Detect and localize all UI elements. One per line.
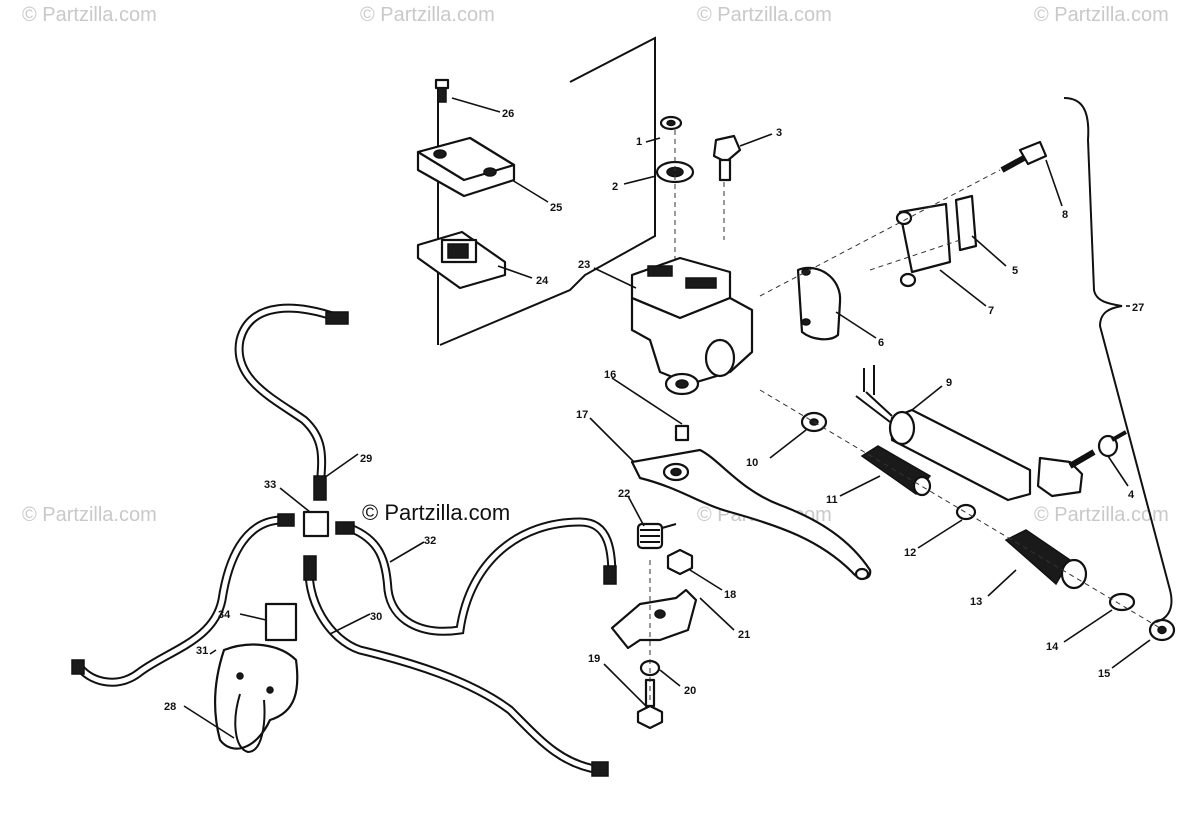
watermark-mid-4: © Partzilla.com (1034, 504, 1169, 526)
callout-28: 28 (164, 701, 176, 713)
lever-spring (636, 522, 677, 550)
callout-8: 8 (1062, 209, 1068, 221)
hose-clip (264, 602, 298, 642)
cup-washer (1148, 618, 1176, 642)
pivot-nut (666, 548, 694, 576)
switch-bracket (895, 202, 952, 288)
master-cylinder-body (630, 256, 754, 396)
watermark-mid-1: © Partzilla.com (22, 504, 157, 526)
callout-7: 7 (988, 305, 994, 317)
return-spring (860, 445, 932, 497)
callout-16: 16 (604, 369, 616, 381)
lever-bracket (610, 588, 698, 650)
callout-11: 11 (826, 494, 838, 506)
reservoir-panel-outline (439, 36, 656, 346)
assembly-bracket-27 (1063, 97, 1173, 623)
callout-17: 17 (576, 409, 588, 421)
callout-6: 6 (878, 337, 884, 349)
watermark-top-4: © Partzilla.com (1034, 4, 1169, 26)
callout-24: 24 (536, 275, 549, 287)
callout-10: 10 (746, 457, 758, 469)
callout-30: 30 (370, 611, 382, 623)
callout-18: 18 (724, 589, 736, 601)
callout-12: 12 (904, 547, 916, 559)
callout-29: 29 (360, 453, 372, 465)
snap-ring (659, 115, 683, 131)
callout-32: 32 (424, 535, 436, 547)
lever-bushing (674, 424, 690, 442)
callout-14: 14 (1046, 641, 1059, 653)
callout-leaders (183, 97, 1151, 739)
mounting-pad (213, 643, 299, 754)
cover-screw (434, 78, 450, 103)
callout-labels: 1 2 3 4 5 6 7 8 9 10 11 12 13 14 15 16 1… (164, 108, 1144, 713)
center-watermark: © Partzilla.com (362, 500, 511, 525)
brake-light-switch (855, 365, 1084, 502)
callout-25: 25 (550, 202, 562, 214)
callout-3: 3 (776, 127, 782, 139)
callout-20: 20 (684, 685, 696, 697)
hose-junction-block (302, 510, 330, 538)
handlebar-clamp (796, 266, 842, 341)
callout-19: 19 (588, 653, 600, 665)
callout-31: 31 (196, 645, 208, 657)
watermark-top-1: © Partzilla.com (22, 4, 157, 26)
callout-34: 34 (218, 609, 231, 621)
pivot-bolt (712, 134, 742, 182)
callout-2: 2 (612, 181, 618, 193)
bracket-screw (1000, 140, 1048, 173)
piston-assembly (1004, 529, 1088, 590)
callout-21: 21 (738, 629, 750, 641)
piston-ring (1108, 592, 1136, 612)
callout-27: 27 (1132, 302, 1144, 314)
reservoir-diaphragm (416, 230, 507, 290)
hose-fittings (71, 311, 617, 777)
pivot-washer (800, 411, 828, 433)
switch-nut (1068, 430, 1127, 469)
watermark-top-3: © Partzilla.com (697, 4, 832, 26)
brake-lever (630, 448, 872, 581)
callout-4: 4 (1128, 489, 1135, 501)
watermark-top-2: © Partzilla.com (360, 4, 495, 26)
switch-plate (954, 194, 978, 252)
callout-22: 22 (618, 488, 630, 500)
callout-23: 23 (578, 259, 590, 271)
callout-5: 5 (1012, 265, 1018, 277)
brake-hoses (75, 303, 617, 775)
callout-9: 9 (946, 377, 952, 389)
callout-15: 15 (1098, 668, 1110, 680)
callout-1: 1 (636, 136, 642, 148)
callout-26: 26 (502, 108, 514, 120)
callout-33: 33 (264, 479, 276, 491)
callout-13: 13 (970, 596, 982, 608)
reservoir-cover (416, 136, 516, 198)
